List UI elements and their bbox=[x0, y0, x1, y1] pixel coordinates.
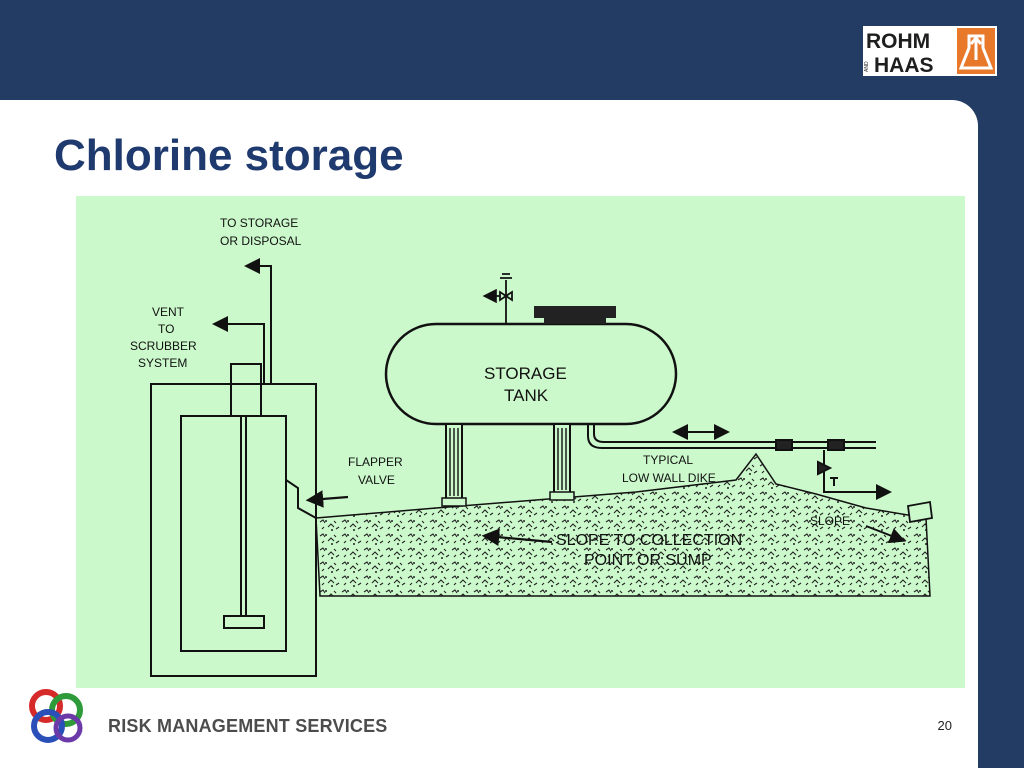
label-slope: SLOPE bbox=[810, 514, 850, 528]
scrubber-vessel bbox=[150, 363, 317, 677]
chlorine-storage-diagram: TO STORAGE OR DISPOSAL VENT TO SCRUBBER … bbox=[76, 196, 965, 688]
label-valve: VALVE bbox=[358, 473, 395, 487]
diagram-canvas: TO STORAGE OR DISPOSAL VENT TO SCRUBBER … bbox=[130, 216, 933, 677]
label-tank: TANK bbox=[504, 386, 549, 405]
flapper-valve-arrow bbox=[305, 490, 349, 508]
svg-text:ROHM: ROHM bbox=[866, 30, 930, 53]
svg-text:AND: AND bbox=[864, 61, 870, 72]
label-storage: STORAGE bbox=[484, 364, 567, 383]
label-point-or-sump: POINT OR SUMP bbox=[584, 552, 712, 569]
transfer-piping bbox=[587, 424, 892, 500]
label-or-disposal: OR DISPOSAL bbox=[220, 234, 302, 248]
label-to-storage: TO STORAGE bbox=[220, 216, 298, 230]
rohm-haas-logo: ROHM AND HAAS bbox=[863, 26, 997, 76]
sump-box bbox=[865, 500, 933, 544]
page-title: Chlorine storage bbox=[54, 131, 404, 180]
diagram-labels: TO STORAGE OR DISPOSAL VENT TO SCRUBBER … bbox=[130, 216, 850, 569]
footer-brand: RISK MANAGEMENT SERVICES bbox=[108, 716, 388, 736]
interlocking-rings-icon bbox=[29, 689, 83, 743]
relief-valve bbox=[482, 273, 513, 324]
label-vent-to: TO bbox=[158, 322, 174, 336]
page-number: 20 bbox=[937, 718, 952, 733]
collection-arrow bbox=[481, 528, 553, 546]
ground-gravel bbox=[315, 452, 931, 597]
storage-tank bbox=[384, 306, 678, 507]
svg-text:HAAS: HAAS bbox=[874, 54, 934, 76]
vent-pipes bbox=[212, 258, 272, 384]
label-slope-to-collection: SLOPE TO COLLECTION bbox=[556, 532, 742, 549]
label-vent-scrubber: SCRUBBER bbox=[130, 339, 197, 353]
label-flapper: FLAPPER bbox=[348, 455, 403, 469]
label-vent: VENT bbox=[152, 305, 185, 319]
label-low-wall-dike: LOW WALL DIKE bbox=[622, 471, 716, 485]
label-vent-system: SYSTEM bbox=[138, 356, 187, 370]
label-typical: TYPICAL bbox=[643, 453, 693, 467]
